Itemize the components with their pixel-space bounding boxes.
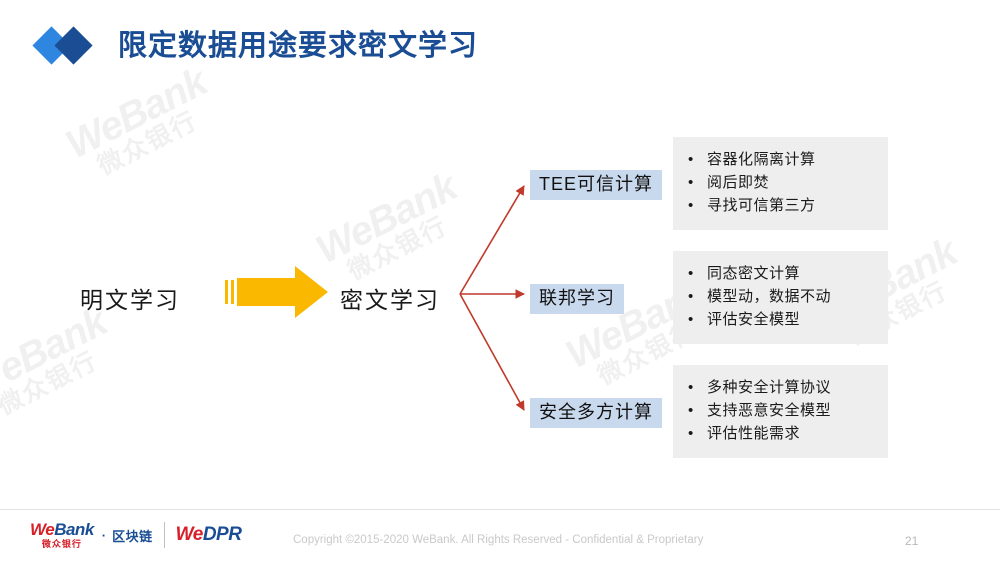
bullet-dot-icon: •: [688, 379, 694, 396]
list-item-text: 支持恶意安全模型: [707, 402, 832, 419]
list-item-text: 多种安全计算协议: [707, 379, 832, 396]
list-item: • 模型动，数据不动: [688, 285, 880, 308]
list-item-text: 阅后即焚: [707, 174, 770, 191]
list-item-text: 容器化隔离计算: [707, 151, 816, 168]
list-item: • 多种安全计算协议: [688, 376, 880, 399]
node-ciphertext-learning: 密文学习: [340, 287, 440, 313]
footer-logos: WeBank 微众银行 · 区块链 WeDPR: [30, 521, 242, 549]
blockchain-label: 区块链: [112, 528, 153, 544]
list-item: • 同态密文计算: [688, 262, 880, 285]
connector-to-mpc: [459, 293, 525, 411]
bullet-panel-federated: • 同态密文计算 • 模型动，数据不动 • 评估安全模型: [673, 251, 888, 344]
webank-logo-cn: 微众银行: [41, 539, 82, 549]
bullet-dot-icon: •: [688, 288, 694, 305]
list-item-text: 评估安全模型: [707, 311, 801, 328]
bullet-dot-icon: •: [688, 265, 694, 282]
slide-footer: WeBank 微众银行 · 区块链 WeDPR Copyright ©2015-…: [0, 510, 1000, 562]
webank-logo-we: We: [30, 520, 55, 539]
branch-label-mpc[interactable]: 安全多方计算: [530, 398, 662, 428]
list-item-text: 模型动，数据不动: [707, 288, 832, 305]
bullet-panel-tee: • 容器化隔离计算 • 阅后即焚 • 寻找可信第三方: [673, 137, 888, 230]
bullet-panel-mpc: • 多种安全计算协议 • 支持恶意安全模型 • 评估性能需求: [673, 365, 888, 458]
footer-divider: [0, 509, 1000, 510]
branch-label-tee[interactable]: TEE可信计算: [530, 170, 663, 200]
list-item-text: 寻找可信第三方: [707, 197, 816, 214]
bullet-list: • 容器化隔离计算 • 阅后即焚 • 寻找可信第三方: [673, 148, 888, 217]
bullet-dot-icon: •: [688, 174, 694, 191]
page-title: 限定数据用途要求密文学习: [32, 26, 479, 66]
branch-label-federated[interactable]: 联邦学习: [530, 284, 624, 314]
list-item: • 容器化隔离计算: [688, 148, 880, 171]
webank-logo: WeBank 微众银行: [30, 521, 94, 549]
bullet-dot-icon: •: [688, 402, 694, 419]
bullet-dot-icon: •: [688, 425, 694, 442]
diamond-dark-icon: [54, 26, 93, 65]
node-plaintext-learning: 明文学习: [80, 287, 180, 313]
copyright-text: Copyright ©2015-2020 WeBank. All Rights …: [293, 534, 704, 546]
wedpr-logo-dpr: DPR: [202, 524, 242, 545]
list-item: • 评估安全模型: [688, 308, 880, 331]
bullet-list: • 同态密文计算 • 模型动，数据不动 • 评估安全模型: [673, 262, 888, 331]
list-item-text: 评估性能需求: [707, 425, 801, 442]
logo-divider: [163, 522, 165, 548]
connector-to-tee: [459, 185, 525, 295]
list-item: • 支持恶意安全模型: [688, 399, 880, 422]
wedpr-logo-we: We: [175, 524, 204, 545]
list-item: • 阅后即焚: [688, 171, 880, 194]
bullet-list: • 多种安全计算协议 • 支持恶意安全模型 • 评估性能需求: [673, 376, 888, 445]
page-title-text: 限定数据用途要求密文学习: [118, 29, 479, 62]
webank-logo-en: WeBank: [30, 521, 94, 538]
list-item: • 评估性能需求: [688, 422, 880, 445]
bullet-dot-icon: •: [688, 311, 694, 328]
diamond-logo-icon: [32, 26, 104, 66]
logo-separator-dot: ·: [101, 527, 107, 543]
transition-arrow-icon: [225, 266, 328, 318]
bullet-dot-icon: •: [688, 197, 694, 214]
list-item-text: 同态密文计算: [707, 265, 801, 282]
bullet-dot-icon: •: [688, 151, 694, 168]
list-item: • 寻找可信第三方: [688, 194, 880, 217]
webank-logo-bank: Bank: [54, 520, 94, 539]
wedpr-logo: WeDPR: [176, 524, 242, 546]
page-number: 21: [905, 534, 919, 548]
